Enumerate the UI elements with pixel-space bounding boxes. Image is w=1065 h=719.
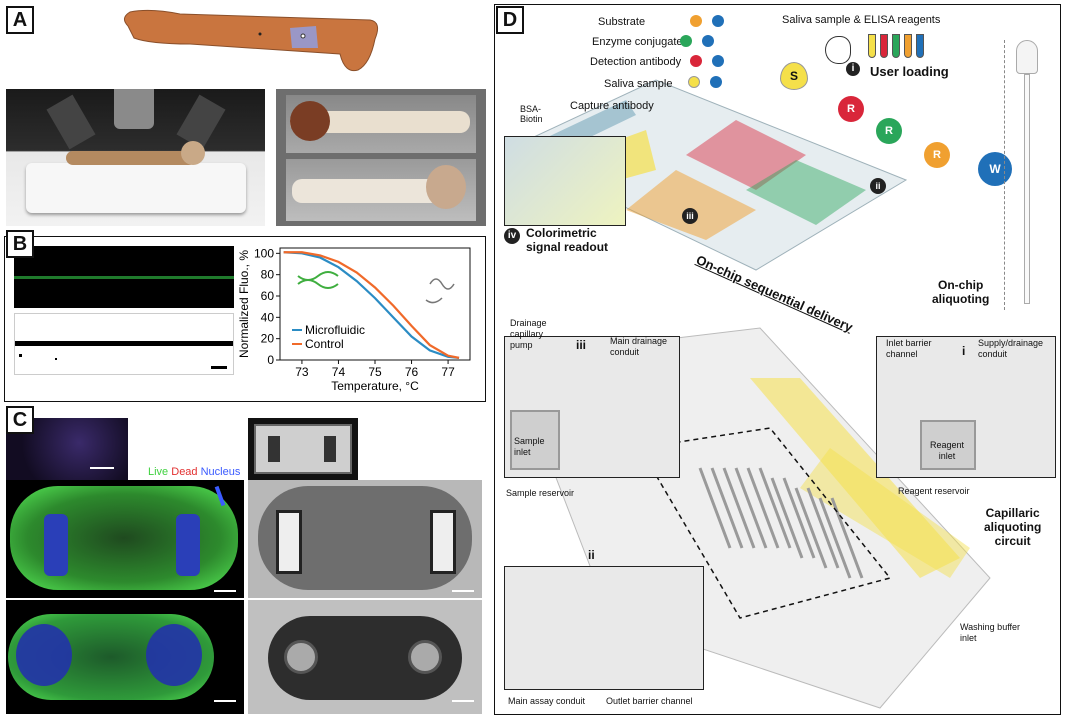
series-line-control [283, 251, 460, 359]
brightfield-small-image [248, 418, 358, 480]
single-strand-dna-icon [425, 278, 455, 304]
fluorescence-strip-image [14, 246, 234, 308]
label-reagent-reservoir: Reagent reservoir [898, 486, 970, 496]
y-tick-label: 0 [267, 353, 274, 367]
label-user-loading: User loading [870, 64, 949, 79]
drop-r2: R [876, 118, 902, 144]
legend-label-control: Control [305, 337, 344, 351]
label-sample-inlet: Sample inlet [514, 436, 545, 457]
step-iv-badge: iv [504, 228, 520, 244]
y-tick-label: 20 [261, 332, 275, 346]
label-drainage-pump: Drainage capillary pump [510, 318, 547, 350]
stain-nucleus: Nucleus [200, 466, 241, 478]
y-tick-label: 80 [261, 268, 275, 282]
step-i-badge: i [846, 62, 860, 76]
x-tick-label: 75 [368, 365, 382, 379]
label-bsa-biotin: BSA- Biotin [520, 104, 543, 124]
label-supply-drainage: Supply/drainage conduit [978, 338, 1044, 359]
stain-legend: Live Dead Nucleus [148, 466, 240, 478]
label-substrate: Substrate [598, 16, 646, 28]
zoom-label-iii: iii [576, 338, 587, 352]
binary-strip-image [14, 313, 234, 375]
reagent-dot-r1 [690, 55, 702, 67]
stain-live: Live [148, 466, 169, 478]
scale-bar [214, 700, 236, 702]
step-ii-badge: ii [870, 178, 886, 194]
tissue-fluorescence-top [6, 480, 244, 598]
reagent-dot-w [712, 15, 724, 27]
zoom-label-ii: ii [588, 548, 595, 562]
series-line-microfluidic [283, 251, 460, 359]
label-inlet-barrier: Inlet barrier channel [886, 338, 932, 359]
scale-bar [90, 467, 114, 469]
dna-helix-icon [297, 271, 339, 289]
step-iii-badge: iii [682, 208, 698, 224]
x-axis-label: Temperature, °C [331, 379, 419, 393]
reagent-dot-w [710, 76, 722, 88]
label-washing-buffer: Washing buffer inlet [960, 622, 1021, 643]
label-colorimetric-readout: Colorimetric signal readout [526, 226, 609, 254]
bone-implant-photo [276, 89, 486, 226]
drop-w: W [978, 152, 1012, 186]
label-main-assay: Main assay conduit [508, 696, 586, 706]
drop-r3: R [924, 142, 950, 168]
panel-c-label: C [6, 406, 34, 434]
label-saliva-sample: Saliva sample [604, 78, 673, 90]
label-detection-antibody: Detection antibody [590, 56, 682, 68]
brightfield-top-image [248, 480, 482, 598]
reagent-dot-w [702, 35, 714, 47]
label-enzyme-conjugate: Enzyme conjugate [592, 36, 683, 48]
label-capture-antibody: Capture antibody [570, 100, 654, 112]
y-tick-label: 60 [261, 289, 275, 303]
y-tick-label: 40 [261, 310, 275, 324]
bone-model-image [124, 9, 379, 72]
x-tick-label: 76 [405, 365, 419, 379]
scale-bar [452, 590, 474, 592]
sample-inlet-well [510, 410, 560, 470]
drop-s: S [780, 62, 808, 90]
scale-bar [214, 590, 236, 592]
label-main-drainage: Main drainage conduit [610, 336, 668, 357]
head-icon [825, 36, 851, 64]
reagent-dot-r2 [680, 35, 692, 47]
label-outlet-barrier: Outlet barrier channel [606, 696, 693, 706]
label-reagent-inlet: Reagent inlet [930, 440, 965, 461]
panel-a-label: A [6, 6, 34, 34]
stain-dead: Dead [171, 466, 198, 478]
tube-rack-icon [868, 34, 938, 58]
scale-bar [452, 700, 474, 702]
divider-line [1004, 40, 1005, 310]
pipette-image [1014, 40, 1040, 310]
y-tick-label: 100 [254, 246, 274, 260]
label-sample-reservoir: Sample reservoir [506, 488, 575, 498]
reagent-inlet-well [920, 420, 976, 470]
tissue-fluorescence-bottom [6, 600, 244, 714]
panel-d-label: D [496, 6, 524, 34]
label-on-chip-aliquoting: On-chip aliquoting [932, 278, 990, 306]
reagent-dot-s [688, 76, 700, 88]
label-capillaric-circuit: Capillaric aliquoting circuit [984, 506, 1042, 548]
zoom-label-i: i [962, 344, 966, 358]
bioprinter-photo [6, 89, 265, 226]
panel-b-label: B [6, 230, 34, 258]
brightfield-bottom-image [248, 600, 482, 714]
y-axis-label: Normalized Fluo., % [237, 250, 251, 358]
x-tick-label: 74 [332, 365, 346, 379]
reagent-dot-w [712, 55, 724, 67]
magnifier-box [504, 136, 626, 226]
reagent-dot-r3 [690, 15, 702, 27]
label-saliva-elisa: Saliva sample & ELISA reagents [782, 14, 941, 26]
x-tick-label: 77 [441, 365, 455, 379]
drop-r1: R [838, 96, 864, 122]
zoom-box-ii [504, 566, 704, 690]
x-tick-label: 73 [295, 365, 309, 379]
legend-label-microfluidic: Microfluidic [305, 323, 365, 337]
